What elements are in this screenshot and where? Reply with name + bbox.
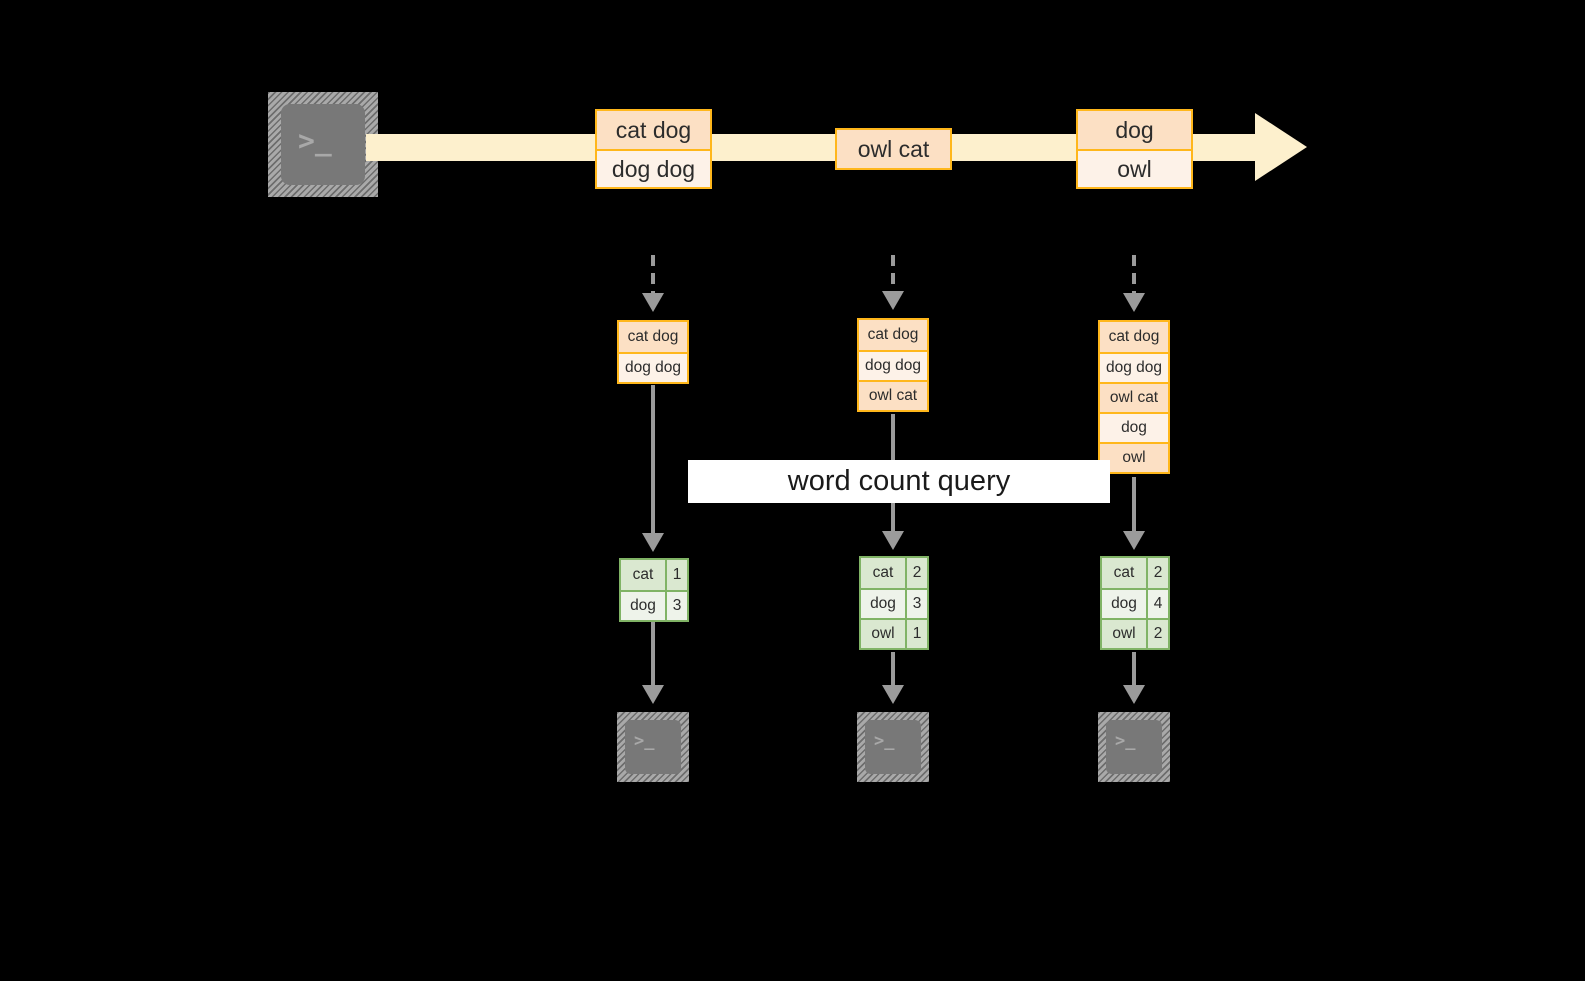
- table-cell-word: cat: [621, 560, 665, 590]
- snapshot-row: cat dog: [1100, 322, 1168, 352]
- table-row: dog 4: [1102, 588, 1168, 618]
- snapshot-row: dog dog: [619, 352, 687, 382]
- terminal-screen: [281, 104, 365, 185]
- arrow-head-icon: [882, 531, 904, 550]
- event-row: owl: [1078, 149, 1191, 187]
- table-cell-count: 2: [1146, 558, 1168, 588]
- stream-event-3[interactable]: dog owl: [1076, 109, 1193, 189]
- stream-to-snapshot-connector: [651, 255, 655, 295]
- arrow-head-icon: [1123, 293, 1145, 312]
- sink-1-terminal-icon: >_: [617, 712, 689, 782]
- terminal-prompt-glyph: >_: [874, 731, 895, 751]
- arrow-head-icon: [1123, 685, 1145, 704]
- result-table-3[interactable]: cat 2 dog 4 owl 2: [1100, 556, 1170, 650]
- arrow-head-icon: [642, 685, 664, 704]
- terminal-screen: [625, 720, 681, 774]
- terminal-screen: [865, 720, 921, 774]
- table-cell-word: owl: [861, 620, 905, 648]
- arrow-head-icon: [1123, 531, 1145, 550]
- snapshot-row: owl cat: [1100, 382, 1168, 412]
- table-cell-count: 1: [905, 620, 927, 648]
- arrow-head-icon: [642, 293, 664, 312]
- source-terminal-icon: >_: [268, 92, 378, 197]
- terminal-screen: [1106, 720, 1162, 774]
- arrow-head-icon: [642, 533, 664, 552]
- table-row: owl 1: [861, 618, 927, 648]
- table-cell-count: 4: [1146, 590, 1168, 618]
- snapshot-2[interactable]: cat dog dog dog owl cat: [857, 318, 929, 412]
- table-row: cat 2: [861, 558, 927, 588]
- result-to-sink-connector: [1132, 652, 1136, 687]
- event-row: owl cat: [837, 130, 950, 168]
- event-row: dog dog: [597, 149, 710, 187]
- stream-to-snapshot-connector: [1132, 255, 1136, 295]
- table-cell-word: dog: [621, 592, 665, 620]
- snapshot-row: dog: [1100, 412, 1168, 442]
- snapshot-row: dog dog: [1100, 352, 1168, 382]
- table-cell-word: cat: [861, 558, 905, 588]
- table-cell-count: 2: [1146, 620, 1168, 648]
- arrow-head-icon: [882, 291, 904, 310]
- stream-to-snapshot-connector: [891, 255, 895, 295]
- stream-event-2[interactable]: owl cat: [835, 128, 952, 170]
- snapshot-to-result-connector: [651, 385, 655, 535]
- stream-arrow-head-icon: [1255, 113, 1307, 181]
- snapshot-row: owl cat: [859, 380, 927, 410]
- table-cell-count: 1: [665, 560, 687, 590]
- query-label: word count query: [787, 465, 1011, 497]
- terminal-prompt-glyph: >_: [298, 124, 332, 157]
- table-cell-word: owl: [1102, 620, 1146, 648]
- table-cell-word: cat: [1102, 558, 1146, 588]
- sink-3-terminal-icon: >_: [1098, 712, 1170, 782]
- terminal-prompt-glyph: >_: [1115, 731, 1136, 751]
- snapshot-row: dog dog: [859, 350, 927, 380]
- table-cell-word: dog: [861, 590, 905, 618]
- snapshot-row: owl: [1100, 442, 1168, 472]
- snapshot-3[interactable]: cat dog dog dog owl cat dog owl: [1098, 320, 1170, 474]
- arrow-head-icon: [882, 685, 904, 704]
- stream-event-1[interactable]: cat dog dog dog: [595, 109, 712, 189]
- snapshot-1[interactable]: cat dog dog dog: [617, 320, 689, 384]
- table-row: cat 2: [1102, 558, 1168, 588]
- table-cell-count: 3: [905, 590, 927, 618]
- table-row: owl 2: [1102, 618, 1168, 648]
- terminal-prompt-glyph: >_: [634, 731, 655, 751]
- result-to-sink-connector: [891, 652, 895, 687]
- snapshot-row: cat dog: [859, 320, 927, 350]
- table-row: dog 3: [621, 590, 687, 620]
- table-cell-count: 3: [665, 592, 687, 620]
- table-cell-count: 2: [905, 558, 927, 588]
- snapshot-to-result-connector: [1132, 477, 1136, 534]
- snapshot-row: cat dog: [619, 322, 687, 352]
- result-table-2[interactable]: cat 2 dog 3 owl 1: [859, 556, 929, 650]
- result-to-sink-connector: [651, 622, 655, 687]
- result-table-1[interactable]: cat 1 dog 3: [619, 558, 689, 622]
- sink-2-terminal-icon: >_: [857, 712, 929, 782]
- table-row: cat 1: [621, 560, 687, 590]
- event-row: cat dog: [597, 111, 710, 149]
- table-row: dog 3: [861, 588, 927, 618]
- table-cell-word: dog: [1102, 590, 1146, 618]
- event-row: dog: [1078, 111, 1191, 149]
- query-label-band: word count query: [688, 460, 1110, 503]
